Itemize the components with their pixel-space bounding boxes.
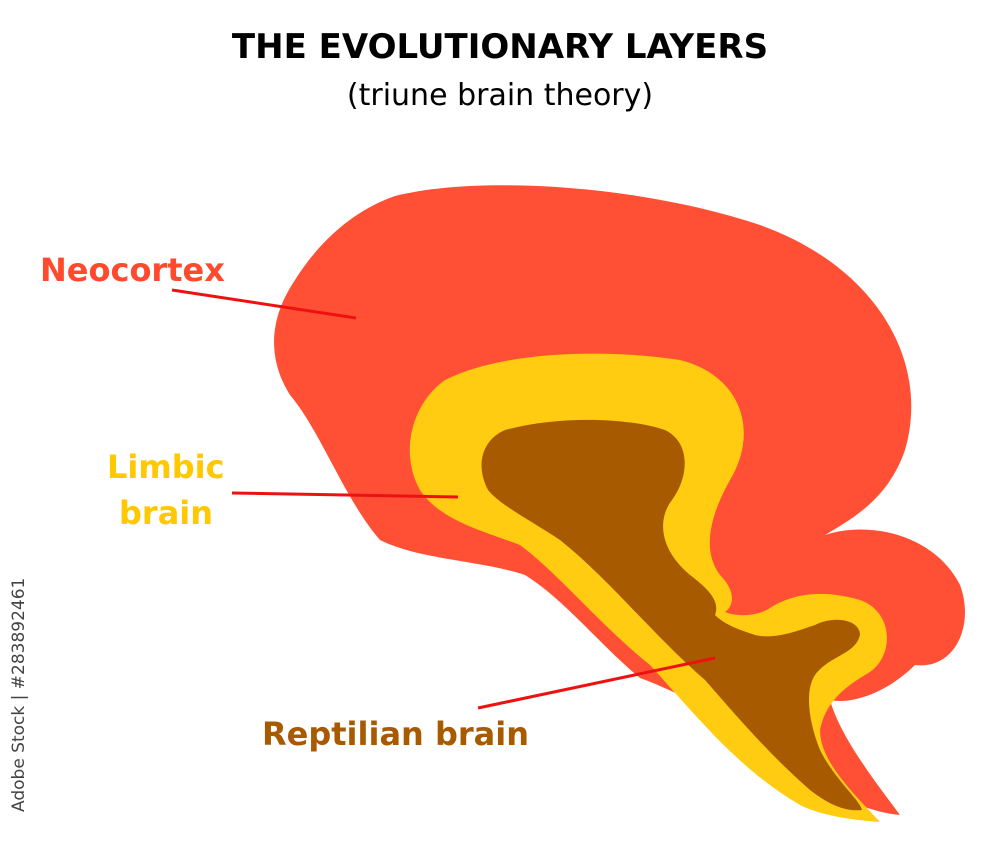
limbic-label-line1: Limbic [107,448,225,486]
reptilian-pointer-line [477,656,716,710]
diagram-subtitle: (triune brain theory) [347,78,653,113]
neocortex-pointer-line [171,288,357,320]
stock-id-note: Adobe Stock | #283892461 [9,578,29,812]
diagram-title: THE EVOLUTIONARY LAYERS [232,27,768,67]
limbic-label-line2: brain [119,494,213,532]
reptilian-shape [481,419,862,811]
reptilian-label: Reptilian brain [262,715,529,753]
neocortex-label: Neocortex [40,251,225,289]
limbic-pointer-line [231,491,459,499]
